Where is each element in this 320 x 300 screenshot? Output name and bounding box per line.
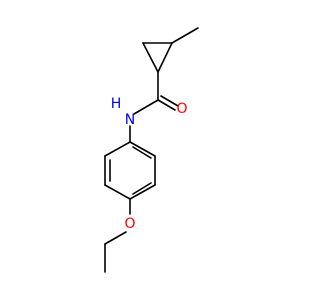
bond-aryl-6 [129, 141, 156, 157]
atom-label-nitrogen: N [125, 112, 135, 128]
bond-carbonyl-2 [160, 95, 179, 107]
structure-canvas: N H O O [104, 27, 199, 273]
bond-o-ch2 [104, 231, 127, 245]
bond-aryl-inner-2 [132, 182, 152, 195]
bond-ring-2 [142, 42, 159, 73]
atom-label-ether-oxygen: O [124, 216, 135, 232]
bond-carbonyl-n [133, 99, 159, 115]
bond-carbonyl-1 [157, 99, 176, 111]
bond-ring-3 [157, 42, 173, 73]
bond-aryl-4 [129, 184, 156, 200]
molecule-diagram: N H O O [104, 27, 199, 273]
atom-label-hydrogen: H [111, 96, 122, 112]
bond-aryl-3 [104, 184, 131, 200]
atom-label-carbonyl-oxygen: O [176, 101, 187, 117]
bond-methyl [171, 27, 199, 44]
bond-aryl-1 [104, 141, 131, 157]
bond-aryl-inner-3 [132, 146, 152, 159]
